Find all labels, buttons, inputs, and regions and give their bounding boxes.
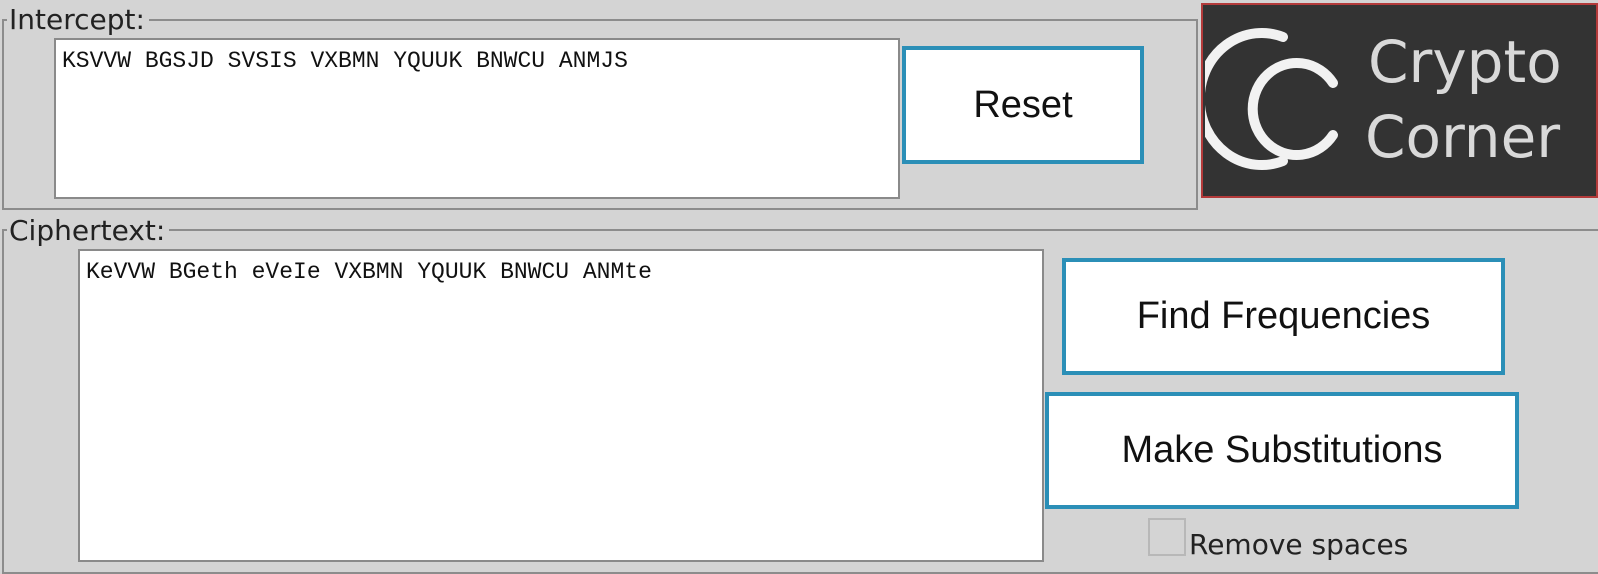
- make-substitutions-button[interactable]: Make Substitutions: [1045, 392, 1519, 509]
- intercept-textarea[interactable]: KSVVW BGSJD SVSIS VXBMN YQUUK BNWCU ANMJ…: [54, 38, 900, 199]
- remove-spaces-checkbox[interactable]: [1148, 518, 1186, 556]
- remove-spaces-label: Remove spaces: [1189, 528, 1409, 561]
- reset-button[interactable]: Reset: [902, 46, 1144, 164]
- cc-monogram-icon: [1205, 28, 1338, 170]
- logo-line-corner: Corner: [1365, 103, 1561, 171]
- ciphertext-textarea[interactable]: KeVVW BGeth eVeIe VXBMN YQUUK BNWCU ANMt…: [78, 249, 1044, 562]
- ciphertext-legend: Ciphertext:: [7, 217, 170, 245]
- find-frequencies-button[interactable]: Find Frequencies: [1062, 258, 1505, 375]
- intercept-legend: Intercept:: [7, 6, 149, 34]
- crypto-corner-logo: Crypto Corner: [1201, 3, 1598, 198]
- logo-line-crypto: Crypto: [1368, 28, 1562, 96]
- intercept-section: [2, 19, 1198, 210]
